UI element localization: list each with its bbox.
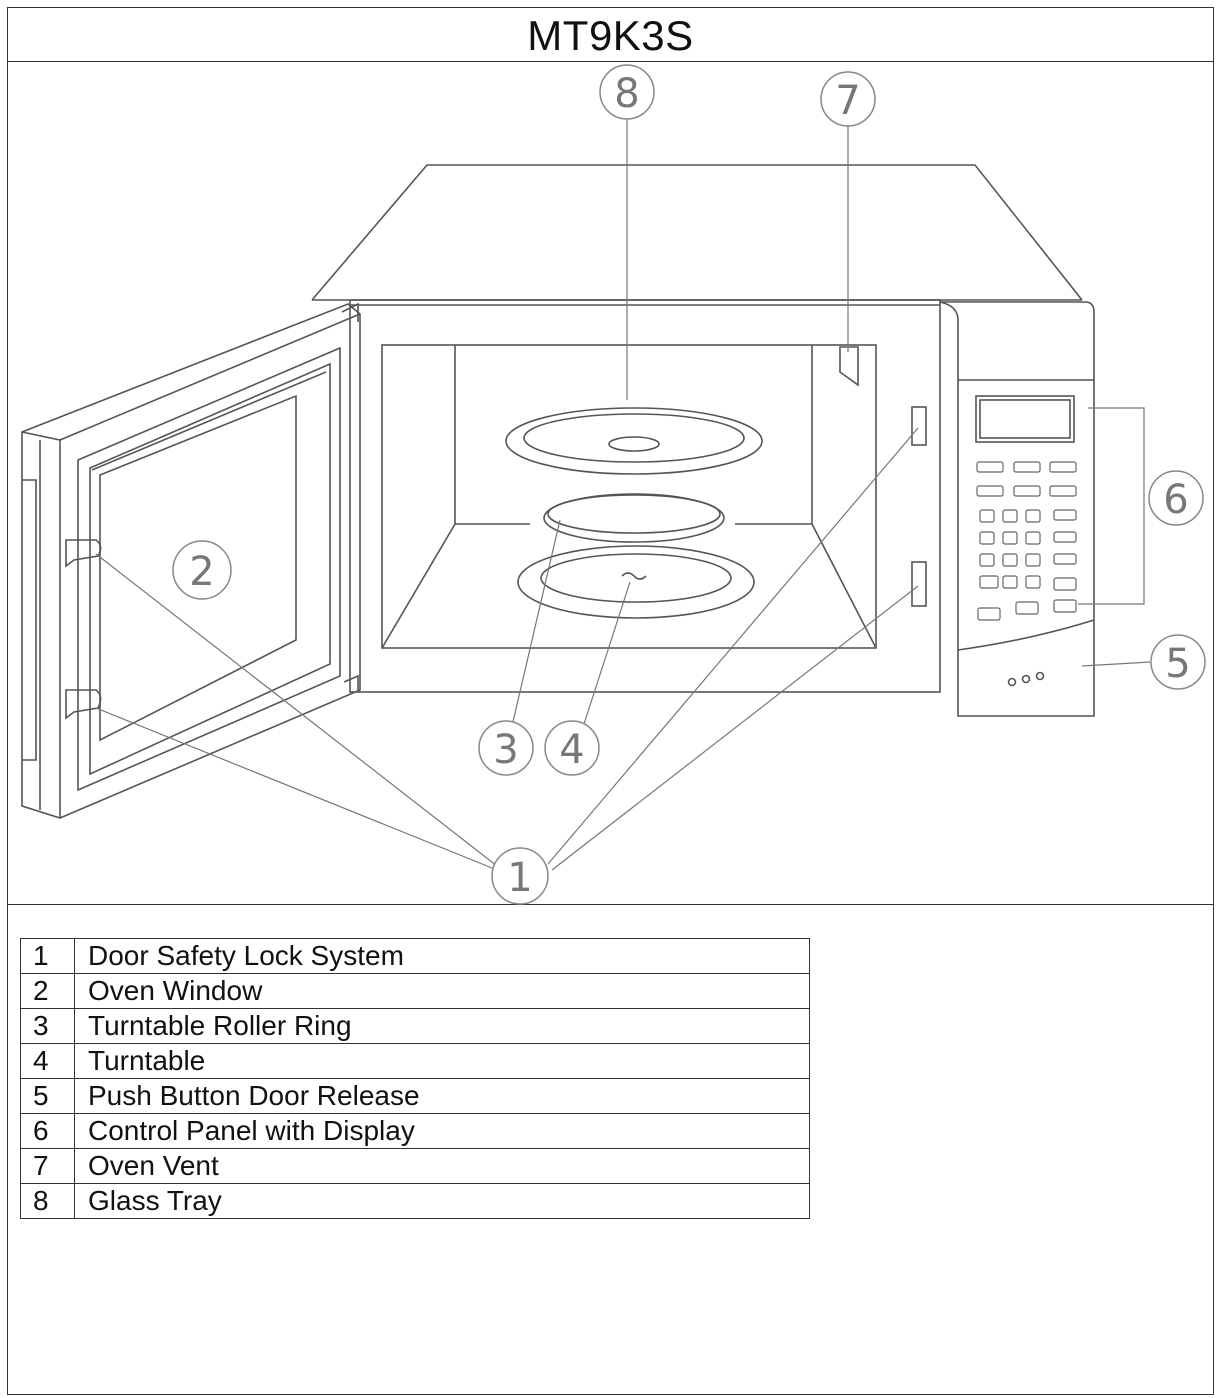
model-title: MT9K3S: [527, 12, 694, 59]
door-latch-lower: [65, 689, 102, 720]
oven-body: [349, 299, 941, 693]
callout-2-circle: [172, 540, 232, 600]
part-name: Oven Window: [74, 973, 810, 1009]
table-row: 3 Turntable Roller Ring: [20, 1008, 810, 1044]
door-lock-slot-lower: [911, 561, 927, 607]
callout-6-circle: [1148, 470, 1204, 526]
table-row: 4 Turntable: [20, 1043, 810, 1079]
glass-tray: [505, 407, 763, 475]
table-row: 6 Control Panel with Display: [20, 1113, 810, 1149]
callout-2-label: 2: [189, 549, 214, 595]
table-row: 5 Push Button Door Release: [20, 1078, 810, 1114]
door-lock-slot-upper: [911, 406, 927, 446]
table-row: 2 Oven Window: [20, 973, 810, 1009]
door-latch-upper: [65, 539, 102, 568]
part-number: 4: [20, 1043, 75, 1079]
part-number: 1: [20, 938, 75, 974]
turntable: [517, 545, 755, 619]
part-number: 8: [20, 1183, 75, 1219]
callout-4-label: 4: [559, 727, 584, 773]
callout-7-circle: [820, 71, 876, 127]
oven-vent: [839, 346, 859, 387]
table-row: 8 Glass Tray: [20, 1183, 810, 1219]
part-name: Door Safety Lock System: [74, 938, 810, 974]
part-name: Push Button Door Release: [74, 1078, 810, 1114]
part-number: 3: [20, 1008, 75, 1044]
parts-legend-table: 1 Door Safety Lock System 2 Oven Window …: [20, 938, 810, 1219]
microwave-diagram: 8 7 6 5 2 3 4 1: [7, 62, 1214, 905]
control-panel: [939, 301, 1095, 717]
callout-4-circle: [544, 720, 600, 776]
callout-3-circle: [478, 720, 534, 776]
part-number: 6: [20, 1113, 75, 1149]
roller-ring: [543, 493, 725, 543]
title-bar: MT9K3S: [7, 7, 1214, 62]
callout-3-label: 3: [493, 727, 518, 773]
callout-8-label: 8: [614, 71, 639, 117]
oven-cavity: [381, 344, 877, 649]
oven-door: [21, 303, 361, 819]
callout-7-label: 7: [835, 78, 860, 124]
control-display: [975, 395, 1075, 443]
part-name: Glass Tray: [74, 1183, 810, 1219]
table-row: 1 Door Safety Lock System: [20, 938, 810, 974]
callout-8-circle: [599, 64, 655, 120]
oven-window: [77, 346, 341, 792]
part-name: Turntable Roller Ring: [74, 1008, 810, 1044]
part-number: 2: [20, 973, 75, 1009]
page-frame: [7, 7, 1214, 1395]
part-number: 7: [20, 1148, 75, 1184]
callout-5-label: 5: [1165, 641, 1190, 687]
part-name: Control Panel with Display: [74, 1113, 810, 1149]
callout-1-label: 1: [507, 855, 532, 901]
part-name: Turntable: [74, 1043, 810, 1079]
callout-1-circle: [491, 847, 549, 905]
part-name: Oven Vent: [74, 1148, 810, 1184]
callout-6-label: 6: [1163, 477, 1188, 523]
oven-top-outline: [311, 164, 1083, 301]
table-row: 7 Oven Vent: [20, 1148, 810, 1184]
part-number: 5: [20, 1078, 75, 1114]
callout-5-circle: [1150, 634, 1206, 690]
